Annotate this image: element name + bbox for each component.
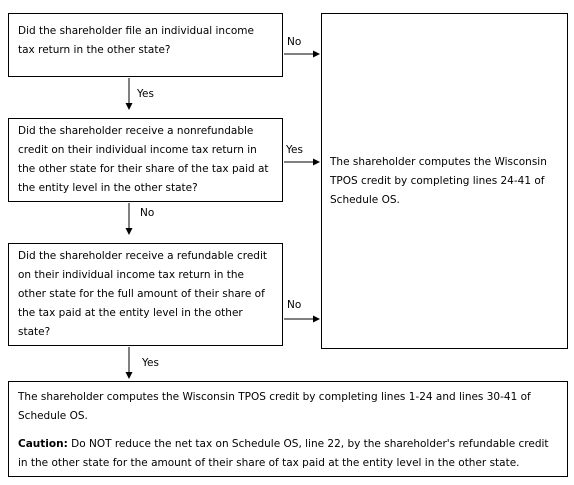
arrow-right-q1 (284, 50, 320, 58)
result-right-text: The shareholder computes the Wisconsin T… (330, 155, 547, 206)
question-3-text: Did the shareholder receive a refundable… (18, 250, 267, 338)
edge-label-q1-yes: Yes (137, 88, 154, 100)
edge-label-q1-no: No (287, 36, 302, 48)
edge-label-q3-yes: Yes (142, 357, 159, 369)
result-box-bottom: The shareholder computes the Wisconsin T… (8, 381, 568, 477)
arrow-down-q2 (125, 203, 133, 235)
arrow-right-q2 (284, 158, 320, 166)
edge-label-q2-no: No (140, 207, 155, 219)
arrow-down-q3 (125, 347, 133, 379)
edge-label-q3-no: No (287, 299, 302, 311)
question-1-text: Did the shareholder file an individual i… (18, 25, 254, 56)
result-box-right: The shareholder computes the Wisconsin T… (321, 13, 568, 349)
edge-label-q2-yes: Yes (286, 144, 303, 156)
question-box-2: Did the shareholder receive a nonrefunda… (8, 118, 283, 202)
question-box-1: Did the shareholder file an individual i… (8, 13, 283, 77)
arrow-right-q3 (284, 315, 320, 323)
arrow-down-q1 (125, 78, 133, 110)
question-box-3: Did the shareholder receive a refundable… (8, 243, 283, 346)
result-bottom-text: The shareholder computes the Wisconsin T… (18, 391, 531, 422)
caution-label: Caution: (18, 438, 68, 450)
caution-text: Do NOT reduce the net tax on Schedule OS… (18, 438, 549, 469)
question-2-text: Did the shareholder receive a nonrefunda… (18, 125, 269, 194)
caution-note: Caution: Do NOT reduce the net tax on Sc… (18, 435, 558, 473)
